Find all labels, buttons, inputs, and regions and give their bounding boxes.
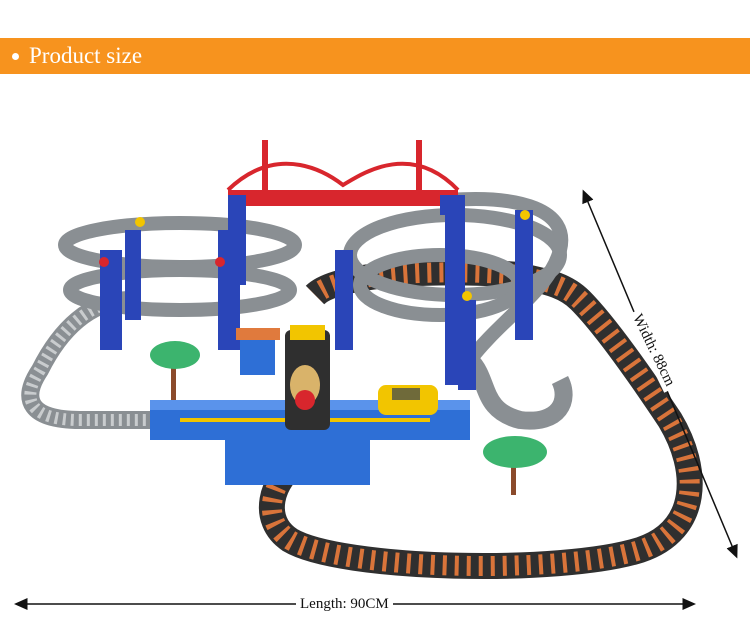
station-house bbox=[236, 328, 280, 375]
tree-right bbox=[483, 436, 547, 495]
right-spiral-tower bbox=[335, 192, 569, 390]
length-label: Length: 90CM bbox=[296, 596, 393, 613]
gray-track-right bbox=[463, 353, 573, 430]
bullet-icon bbox=[12, 52, 19, 60]
left-spiral-tower bbox=[58, 216, 302, 350]
banner-title: Product size bbox=[29, 43, 143, 68]
red-bridge bbox=[226, 140, 460, 285]
locomotive bbox=[285, 325, 330, 430]
tree-left bbox=[150, 341, 200, 400]
section-banner: Product size bbox=[0, 38, 750, 74]
yellow-car bbox=[378, 385, 438, 415]
